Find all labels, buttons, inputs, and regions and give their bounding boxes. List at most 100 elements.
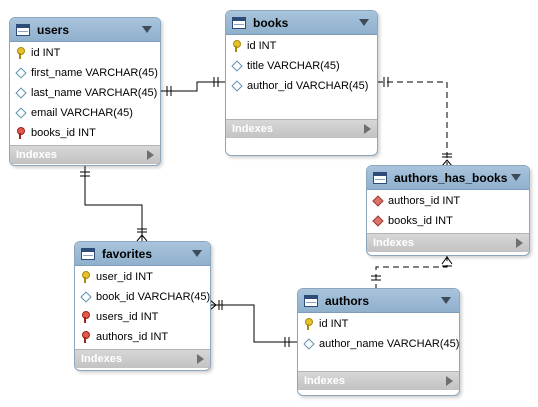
indexes-label: Indexes — [16, 149, 57, 161]
indexes-bar[interactable]: Indexes — [298, 371, 459, 390]
collapse-icon[interactable] — [441, 297, 451, 304]
relationship-authors-has-books-authors — [371, 255, 453, 288]
foreign-key-diamond-icon — [372, 215, 384, 227]
column-row[interactable]: id INT — [10, 43, 160, 63]
column-row[interactable]: authors_id INT — [367, 191, 529, 211]
column-list-spacer — [226, 98, 377, 119]
column-label: first_name VARCHAR(45) — [31, 67, 158, 79]
column-row[interactable]: users_id INT — [75, 307, 210, 327]
column-diamond-icon — [15, 67, 27, 79]
column-label: user_id INT — [96, 271, 153, 283]
table-books[interactable]: books id INT title VARCHAR(45) author_id… — [225, 10, 378, 156]
expand-arrow-icon[interactable] — [197, 354, 204, 364]
column-diamond-icon — [15, 107, 27, 119]
table-title: users — [37, 22, 70, 37]
table-title: authors — [325, 293, 370, 308]
table-title: books — [253, 15, 289, 30]
table-favorites[interactable]: favorites user_id INT book_id VARCHAR(45… — [74, 241, 211, 371]
column-list: id INT first_name VARCHAR(45) last_name … — [10, 42, 160, 145]
table-title: authors_has_books — [394, 170, 508, 185]
table-header[interactable]: favorites — [75, 242, 210, 266]
table-title: favorites — [102, 246, 153, 261]
column-label: book_id VARCHAR(45) — [96, 291, 211, 303]
column-list: authors_id INT books_id INT — [367, 190, 529, 233]
expand-arrow-icon[interactable] — [364, 124, 371, 134]
column-row[interactable]: books_id INT — [10, 123, 160, 143]
column-list: id INT author_name VARCHAR(45) — [298, 313, 459, 356]
column-diamond-icon — [231, 60, 243, 72]
column-row[interactable]: authors_id INT — [75, 327, 210, 347]
indexes-label: Indexes — [373, 237, 414, 249]
primary-key-icon — [80, 271, 92, 283]
column-label: authors_id INT — [388, 195, 461, 207]
column-diamond-icon — [15, 87, 27, 99]
column-row[interactable]: books_id INT — [367, 211, 529, 231]
column-label: id INT — [247, 40, 277, 52]
column-label: last_name VARCHAR(45) — [31, 87, 158, 99]
indexes-bar[interactable]: Indexes — [75, 349, 210, 368]
column-diamond-icon — [231, 80, 243, 92]
column-row[interactable]: author_id VARCHAR(45) — [226, 76, 377, 96]
table-authors-has-books[interactable]: authors_has_books authors_id INT books_i… — [366, 165, 530, 256]
collapse-icon[interactable] — [359, 19, 369, 26]
primary-key-icon — [15, 47, 27, 59]
column-row[interactable]: book_id VARCHAR(45) — [75, 287, 210, 307]
table-authors[interactable]: authors id INT author_name VARCHAR(45) I… — [297, 288, 460, 396]
primary-key-icon — [231, 40, 243, 52]
column-diamond-icon — [80, 291, 92, 303]
column-row[interactable]: user_id INT — [75, 267, 210, 287]
collapse-icon[interactable] — [511, 174, 521, 181]
column-row[interactable]: id INT — [226, 36, 377, 56]
table-icon — [373, 171, 387, 184]
expand-arrow-icon[interactable] — [516, 238, 523, 248]
column-label: id INT — [319, 318, 349, 330]
column-label: books_id INT — [388, 215, 453, 227]
column-row[interactable]: last_name VARCHAR(45) — [10, 83, 160, 103]
indexes-label: Indexes — [232, 123, 273, 135]
relationship-favorites-authors — [209, 299, 297, 347]
column-row[interactable]: first_name VARCHAR(45) — [10, 63, 160, 83]
column-label: books_id INT — [31, 127, 96, 139]
table-users[interactable]: users id INT first_name VARCHAR(45) last… — [9, 17, 161, 166]
column-label: author_id VARCHAR(45) — [247, 80, 369, 92]
indexes-label: Indexes — [304, 375, 345, 387]
indexes-bar[interactable]: Indexes — [367, 233, 529, 252]
indexes-bar[interactable]: Indexes — [10, 145, 160, 164]
column-label: email VARCHAR(45) — [31, 107, 133, 119]
foreign-key-icon — [15, 127, 27, 139]
column-label: authors_id INT — [96, 331, 169, 343]
table-header[interactable]: authors — [298, 289, 459, 313]
foreign-key-diamond-icon — [372, 195, 384, 207]
indexes-bar[interactable]: Indexes — [226, 119, 377, 138]
column-row[interactable]: author_name VARCHAR(45) — [298, 334, 459, 354]
expand-arrow-icon[interactable] — [147, 150, 154, 160]
table-icon — [16, 23, 30, 36]
primary-key-icon — [303, 318, 315, 330]
expand-arrow-icon[interactable] — [446, 376, 453, 386]
column-label: author_name VARCHAR(45) — [319, 338, 460, 350]
column-row[interactable]: id INT — [298, 314, 459, 334]
relationship-users-favorites — [80, 166, 148, 242]
table-header[interactable]: users — [10, 18, 160, 42]
foreign-key-icon — [80, 311, 92, 323]
collapse-icon[interactable] — [192, 250, 202, 257]
table-icon — [304, 294, 318, 307]
column-row[interactable]: email VARCHAR(45) — [10, 103, 160, 123]
relationship-books-authors-has-books — [377, 77, 453, 167]
table-header[interactable]: books — [226, 11, 377, 35]
table-icon — [232, 16, 246, 29]
column-list: id INT title VARCHAR(45) author_id VARCH… — [226, 35, 377, 98]
relationship-users-books — [161, 77, 225, 96]
column-label: id INT — [31, 47, 61, 59]
column-row[interactable]: title VARCHAR(45) — [226, 56, 377, 76]
collapse-icon[interactable] — [142, 26, 152, 33]
column-diamond-icon — [303, 338, 315, 350]
indexes-label: Indexes — [81, 353, 122, 365]
column-list: user_id INT book_id VARCHAR(45) users_id… — [75, 266, 210, 349]
table-header[interactable]: authors_has_books — [367, 166, 529, 190]
table-icon — [81, 247, 95, 260]
column-list-spacer — [298, 356, 459, 371]
column-label: users_id INT — [96, 311, 159, 323]
column-label: title VARCHAR(45) — [247, 60, 340, 72]
